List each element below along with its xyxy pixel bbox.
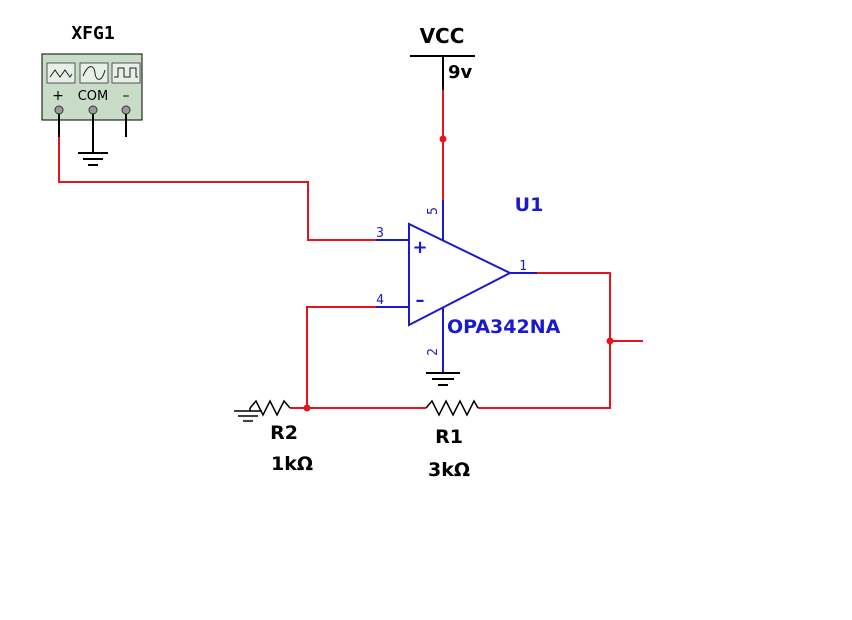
op-amp-ref-label: U1 [515, 194, 544, 216]
generator-ref-label: XFG1 [71, 23, 114, 44]
resistor-r1-value: 3kΩ [428, 459, 470, 481]
sine-wave-icon [82, 66, 106, 80]
junctions [303, 135, 614, 412]
junction-inv [303, 404, 311, 412]
pin-1-label: 1 [519, 259, 527, 274]
pin-2-label: 2 [426, 348, 441, 356]
triangle-wave-icon [49, 69, 73, 78]
terminal-com[interactable] [88, 105, 98, 115]
pin-3-label: 3 [376, 226, 384, 241]
wire-inverting[interactable] [306, 306, 376, 408]
square-wave-button[interactable] [111, 62, 141, 84]
vcc-source[interactable]: VCC 9v [410, 24, 475, 90]
op-amp-ground-icon [426, 372, 460, 386]
pin-4-label: 4 [376, 293, 384, 308]
wire-feedback[interactable] [478, 272, 611, 409]
resistor-r2[interactable]: R2 1kΩ [234, 399, 313, 475]
resistor-r2-value: 1kΩ [271, 453, 313, 475]
generator-ground-icon [78, 152, 108, 166]
wires [58, 58, 643, 409]
pin-5-label: 5 [426, 207, 441, 215]
vcc-name-label: VCC [420, 24, 465, 48]
op-amp-u1[interactable]: + – 3 4 1 5 2 U1 OPA342NA [376, 194, 561, 386]
sine-wave-button[interactable] [79, 62, 109, 84]
terminal-minus-label: – [123, 88, 130, 104]
op-amp-minus-sign: – [416, 290, 425, 311]
resistor-r1-ref: R1 [435, 426, 463, 448]
square-wave-icon [114, 67, 138, 78]
resistor-r1-zigzag [425, 399, 479, 417]
terminal-minus[interactable] [121, 105, 131, 115]
op-amp-part-label: OPA342NA [447, 316, 561, 338]
function-generator[interactable]: XFG1 + COM – [41, 23, 143, 166]
r2-ground-icon [234, 408, 262, 422]
terminal-plus-label: + [52, 88, 64, 104]
resistor-r2-ref: R2 [270, 422, 298, 444]
resistor-r1[interactable]: R1 3kΩ [425, 399, 479, 481]
junction-out [606, 337, 614, 345]
vcc-value-label: 9v [448, 62, 473, 83]
triangle-wave-button[interactable] [46, 62, 76, 84]
terminal-com-label: COM [78, 89, 109, 104]
op-amp-triangle [408, 222, 513, 327]
resistor-r2-zigzag [249, 399, 291, 417]
wire-input[interactable] [58, 137, 376, 241]
op-amp-plus-sign: + [412, 237, 427, 258]
terminal-plus[interactable] [54, 105, 64, 115]
junction-vcc [439, 135, 447, 143]
